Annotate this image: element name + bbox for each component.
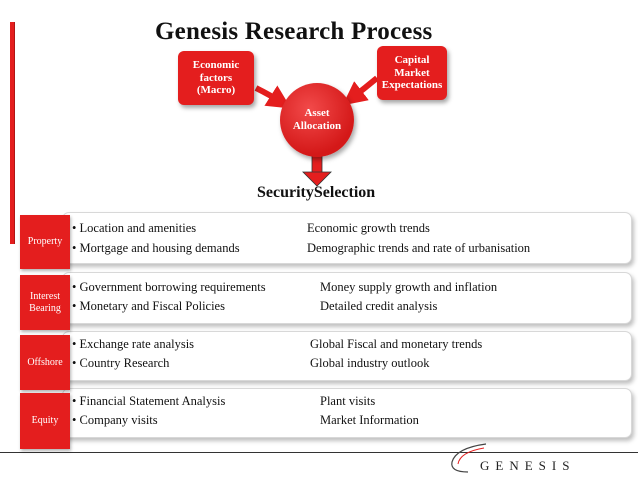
list-item: • Financial Statement Analysis [72, 394, 226, 408]
list-item: • Government borrowing requirements [72, 280, 266, 294]
arrow-from-economic-factors [254, 85, 292, 109]
economic-factors-line-1: Economic [192, 59, 240, 72]
asset-allocation-circle: Asset Allocation [280, 83, 354, 157]
row-label-bg [20, 275, 70, 330]
arrow-from-capital-market [342, 75, 379, 106]
economic-factors-line-2: factors [199, 71, 233, 84]
row-label: Interest Bearing [22, 275, 68, 330]
list-item: Money supply growth and inflation [320, 280, 498, 294]
left-accent-bar-shadow [14, 22, 15, 244]
row-label-text: Equity [31, 415, 59, 426]
capital-market-box: Capital Market Expectations [377, 46, 447, 100]
row-panel [62, 272, 632, 324]
arrow-to-security-selection-head [302, 171, 332, 187]
genesis-logo-text: GENESIS [480, 458, 576, 473]
footer-divider [0, 452, 638, 453]
row-label-text-2: Bearing [29, 302, 61, 314]
list-item: • Location and amenities [72, 221, 197, 235]
security-selection-label: SecuritySelection [257, 184, 376, 201]
list-item: • Company visits [72, 413, 158, 427]
row-label: Property [22, 215, 68, 269]
list-item: Plant visits [320, 394, 376, 408]
list-item: • Mortgage and housing demands [72, 241, 240, 255]
row-panel [62, 388, 632, 438]
row-panel [62, 331, 632, 381]
asset-allocation-line-2: Allocation [292, 120, 342, 132]
list-item: Economic growth trends [307, 221, 430, 235]
row-label: Offshore [22, 335, 68, 390]
row-label: Equity [22, 393, 68, 449]
list-item: Market Information [320, 413, 419, 427]
row-label-text-1: Interest [30, 290, 60, 302]
capital-market-line-1: Capital [394, 54, 430, 67]
list-item: • Exchange rate analysis [72, 337, 195, 351]
list-item: Demographic trends and rate of urbanisat… [307, 241, 531, 255]
economic-factors-box: Economic factors (Macro) [178, 51, 254, 105]
row-label-text: Offshore [27, 356, 63, 368]
left-accent-bar [10, 22, 15, 244]
list-item: • Monetary and Fiscal Policies [72, 299, 225, 313]
row-label-bg [20, 215, 70, 269]
genesis-logo-swoosh-icon [451, 443, 487, 473]
list-item: • Country Research [72, 356, 170, 370]
row-label-text: Property [27, 236, 63, 247]
page-title: Genesis Research Process [155, 18, 433, 45]
capital-market-line-2: Market [394, 66, 430, 79]
row-panel [62, 212, 632, 264]
capital-market-line-3: Expectations [381, 79, 443, 92]
row-label-bg [20, 335, 70, 390]
row-label-bg [20, 393, 70, 449]
economic-factors-line-3: (Macro) [196, 84, 236, 97]
asset-allocation-line-1: Asset [304, 107, 330, 119]
list-item: Global industry outlook [310, 356, 430, 370]
list-item: Global Fiscal and monetary trends [310, 337, 483, 351]
list-item: Detailed credit analysis [320, 299, 438, 313]
arrow-to-security-selection-shaft [311, 155, 323, 175]
